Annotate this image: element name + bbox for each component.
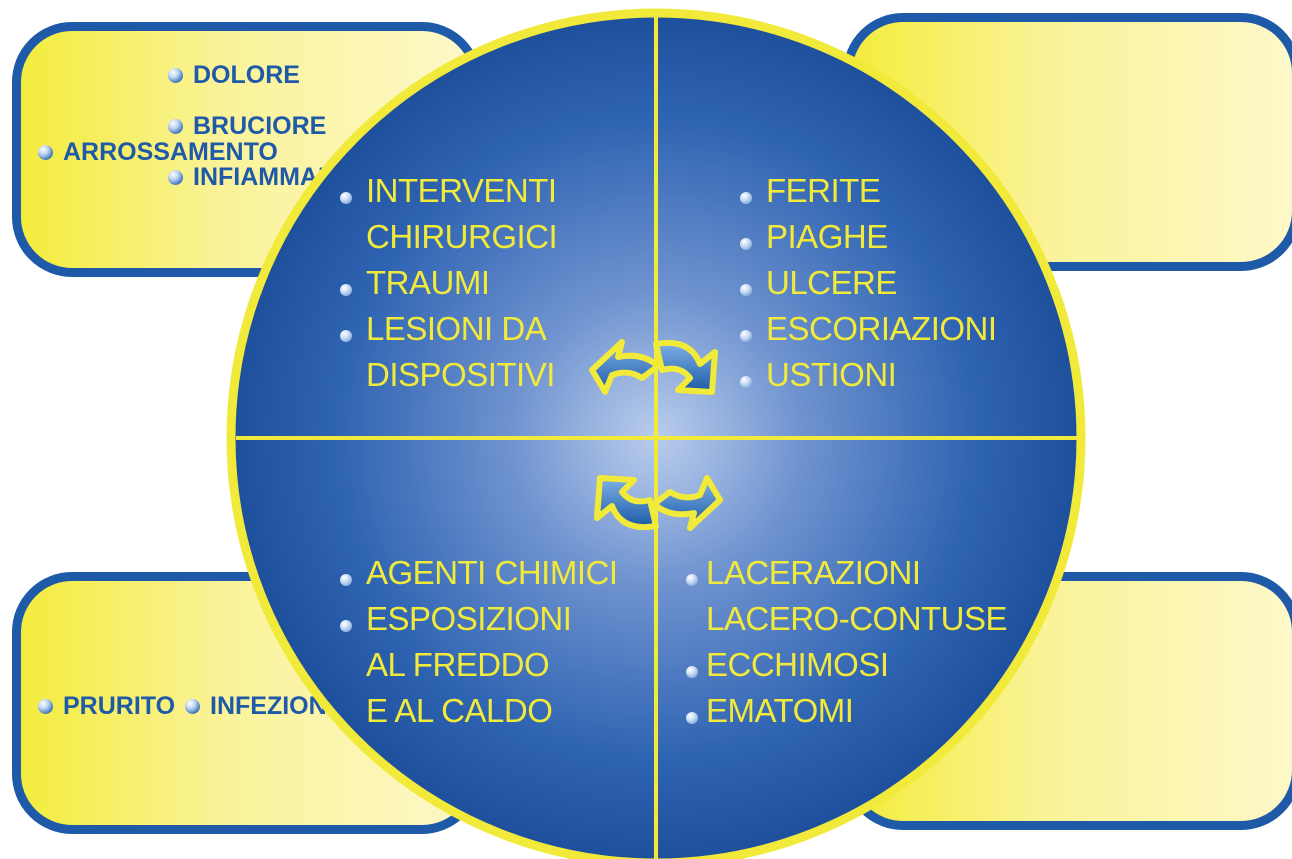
- list-item: E AL CALDO: [340, 688, 618, 734]
- quadrant-item-text: TRAUMI: [366, 264, 490, 301]
- quadrant-item-text: LESIONI DA: [366, 310, 547, 347]
- bullet-icon: [340, 191, 352, 204]
- list-item: DISPOSITIVI: [340, 352, 557, 398]
- arrow-icon: [594, 475, 659, 530]
- bullet-icon: [185, 698, 200, 714]
- quadrant-list-bottom-right: LACERAZIONI LACERO-CONTUSE ECCHIMOSI EMA…: [686, 550, 1008, 734]
- bullet-icon: [740, 375, 752, 388]
- quadrant-item-text: FERITE: [766, 172, 881, 209]
- quadrant-list-top-right: FERITE PIAGHE ULCERE ESCORIAZIONI USTION…: [740, 168, 997, 398]
- list-item: ESCORIAZIONI: [740, 306, 997, 352]
- corner-item-label: DOLORE: [193, 61, 300, 89]
- quadrant-item-text: E AL CALDO: [366, 692, 553, 729]
- list-item: AGENTI CHIMICI: [340, 550, 618, 596]
- recycle-arrows-icon: [589, 339, 723, 531]
- list-item: ESPOSIZIONI: [340, 596, 618, 642]
- list-item: LACERAZIONI: [686, 550, 1007, 596]
- quadrant-item-text: AL FREDDO: [366, 646, 550, 683]
- arrow-icon: [653, 340, 718, 395]
- corner-list-bottom-left: PRURITO: [38, 682, 175, 730]
- bullet-icon: [340, 619, 352, 632]
- bullet-icon: [686, 711, 698, 724]
- bullet-icon: [168, 68, 183, 83]
- corner-item-label: PRURITO: [63, 691, 176, 720]
- bullet-icon: [340, 329, 352, 342]
- list-item: INTERVENTI: [340, 168, 557, 214]
- quadrant-item-text: USTIONI: [766, 356, 897, 393]
- quadrant-item-text: CHIRURGICI: [366, 218, 558, 255]
- bullet-icon: [740, 237, 752, 250]
- quadrant-item-text: ESPOSIZIONI: [366, 600, 572, 637]
- bullet-icon: [38, 144, 53, 160]
- quadrant-list-bottom-left: AGENTI CHIMICI ESPOSIZIONI AL FREDDO E A…: [340, 550, 618, 734]
- corner-item-label: ARROSSAMENTO: [63, 137, 278, 166]
- quadrant-item-text: INTERVENTI: [366, 172, 557, 209]
- corner-list-top-left: ARROSSAMENTO: [38, 128, 278, 176]
- list-item: AL FREDDO: [340, 642, 618, 688]
- list-item: USTIONI: [740, 352, 997, 398]
- quadrant-item-text: ULCERE: [766, 264, 897, 301]
- list-item: FERITE: [740, 168, 997, 214]
- list-item: TRAUMI: [340, 260, 557, 306]
- list-item: EMATOMI: [686, 688, 1007, 734]
- quadrant-item-text: EMATOMI: [706, 692, 854, 729]
- arrow-icon: [589, 339, 661, 395]
- list-item: PIAGHE: [740, 214, 997, 260]
- quadrant-item-text: LACERAZIONI: [706, 554, 921, 591]
- quadrant-item-text: PIAGHE: [766, 218, 888, 255]
- list-item: LACERO-CONTUSE: [686, 596, 1008, 642]
- corner-item: BRUCIORE: [168, 101, 394, 152]
- bullet-icon: [340, 573, 352, 586]
- corner-item-label: BRUCIORE: [193, 112, 327, 140]
- corner-item: ARROSSAMENTO: [38, 128, 278, 176]
- corner-item: PRURITO: [38, 682, 175, 730]
- bullet-icon: [740, 283, 752, 296]
- quadrant-list-top-left: INTERVENTI CHIRURGICI TRAUMI LESIONI DA …: [340, 168, 558, 398]
- quadrant-item-text: ESCORIAZIONI: [766, 310, 997, 347]
- bullet-icon: [168, 119, 183, 134]
- bullet-icon: [686, 665, 698, 678]
- bullet-icon: [38, 698, 53, 714]
- corner-item: DOLORE: [168, 50, 394, 101]
- bullet-icon: [168, 170, 183, 185]
- list-item: ULCERE: [740, 260, 997, 306]
- list-item: ECCHIMOSI: [686, 642, 1007, 688]
- corner-list-top-right: DOLORE BRUCIORE INFIAMMAZIONE: [168, 50, 394, 203]
- bullet-icon: [740, 191, 752, 204]
- quadrant-item-text: ECCHIMOSI: [706, 646, 889, 683]
- bullet-icon: [686, 573, 698, 586]
- arrow-icon: [651, 475, 723, 531]
- list-item: CHIRURGICI: [340, 214, 558, 260]
- quadrant-item-text: AGENTI CHIMICI: [366, 554, 618, 591]
- quadrant-item-text: LACERO-CONTUSE: [706, 600, 1008, 637]
- quadrant-item-text: DISPOSITIVI: [366, 356, 555, 393]
- bullet-icon: [340, 283, 352, 296]
- list-item: LESIONI DA: [340, 306, 557, 352]
- bullet-icon: [740, 329, 752, 342]
